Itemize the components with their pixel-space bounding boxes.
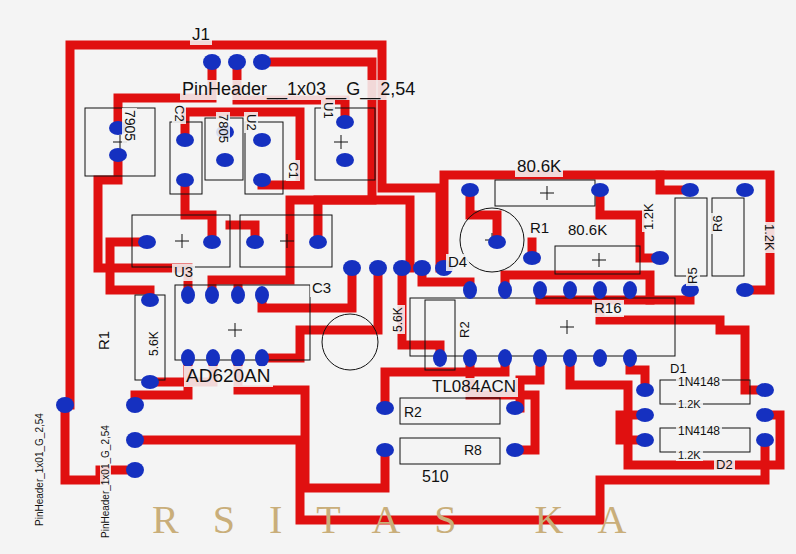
component-label: 1.2K [642, 201, 656, 232]
component-label: 5.6K [148, 329, 161, 358]
component-label: R2 [458, 319, 472, 340]
component-label: 510 [420, 468, 451, 486]
component-label: R1 [96, 329, 113, 352]
component-label: U2 [244, 112, 258, 133]
watermark: RSITAS KA [150, 498, 662, 542]
component-label: AD620AN [184, 366, 273, 387]
component-label: 80.6K [566, 222, 609, 239]
component-label: 1N4148 [676, 425, 722, 438]
component-label: J1 [190, 26, 212, 45]
component-label: C3 [310, 280, 333, 297]
component-label: R2 [402, 405, 424, 420]
component-label: 7805 [216, 112, 230, 145]
component-outlines [85, 108, 750, 464]
component-label: 5.6K [392, 305, 405, 334]
component-label: R16 [592, 300, 624, 317]
component-label: 80.6K [515, 158, 563, 177]
component-label: 7905 [122, 108, 137, 143]
component-label: R6 [711, 213, 725, 234]
component-label: 1.2K [676, 398, 703, 410]
component-label: TL084ACN [430, 378, 518, 397]
solder-pads [56, 54, 774, 478]
component-label: C2 [172, 103, 186, 124]
component-label: R5 [686, 265, 700, 286]
component-label: PinHeader__1x03__G__2,54 [180, 80, 417, 100]
component-label: D2 [714, 458, 735, 472]
component-label: 1.2K [676, 449, 703, 461]
polarity-marks [113, 135, 606, 337]
component-label: D4 [446, 254, 469, 271]
component-label: R1 [528, 220, 551, 237]
component-label: 1N4148 [676, 376, 722, 389]
copper-traces [65, 45, 780, 520]
component-label: U3 [172, 264, 195, 281]
component-label: D1 [668, 362, 689, 376]
component-label: PinHeader_1x01_G_2,54 [34, 411, 45, 528]
component-label: U1 [321, 100, 335, 121]
component-label: 1.2K [762, 222, 776, 253]
component-label: C1 [286, 160, 300, 181]
component-label: PinHeader_1x01_G_2,54 [100, 423, 111, 540]
component-label: R8 [462, 443, 484, 458]
